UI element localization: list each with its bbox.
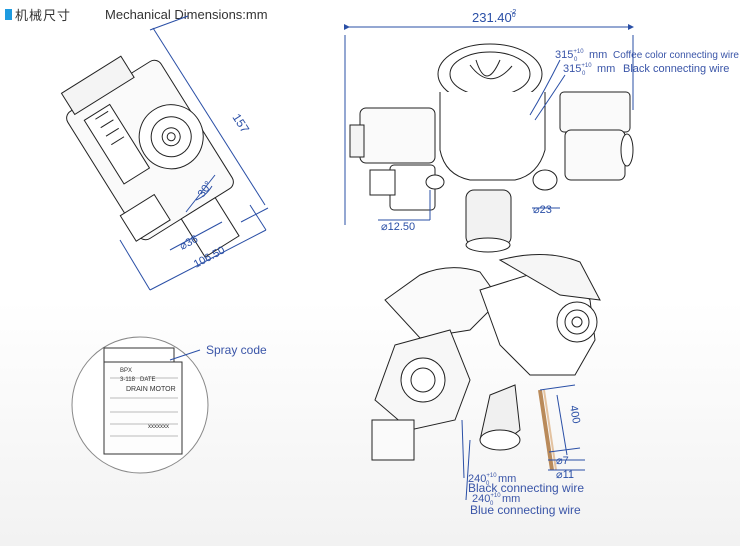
wire2-tol-sub: 0 [582,71,586,77]
page-header: 机械尺寸 Mechanical Dimensions:mm [0,4,268,24]
dim-23: ⌀23 [533,204,552,216]
wire2-length: 315+10 [563,63,592,75]
dim-400: 400 [567,404,582,424]
dim-157: 157 [229,111,252,136]
label-drain-motor: DRAIN MOTOR [126,386,176,393]
dim-231-tol-sup: -2 [510,9,516,16]
dim-12-50: ⌀12.50 [381,221,415,233]
wire1-unit: mm [589,49,607,61]
wire1-tol-sub: 0 [574,57,578,63]
label-serial: xxxxxxx [148,424,169,430]
dim-231-40: 231.400 [472,10,516,25]
wire4-unit: mm [502,493,520,505]
wire3-unit: mm [498,473,516,485]
wire4-desc: Blue connecting wire [470,503,581,517]
header-title-en: Mechanical Dimensions:mm [105,6,268,22]
label-brand: BPX [120,368,132,374]
wire4-tol-sub: 0 [490,501,494,507]
left-view [60,15,269,291]
header-square-icon [5,8,12,20]
wire1-length: 315+10 [555,49,584,61]
wire3-length: 240+10 [468,473,497,485]
wire2-desc: Black connecting wire [623,63,729,75]
label-model: 3-118 [120,377,136,383]
wire1-desc: Coffee color connecting wire [613,50,739,61]
dim-11: ⌀11 [556,469,574,481]
header-title-cn: 机械尺寸 [15,7,72,23]
dim-7: ⌀7 [556,455,569,467]
top-view [344,24,634,253]
label-date: DATE [140,377,156,383]
label-view [71,336,209,474]
wire3-desc: Black connecting wire [468,481,584,495]
wire4-length: 240+10 [472,493,501,505]
spray-code-callout: Spray code [206,343,267,357]
iso-view [371,254,601,501]
wire3-tol-sub: 0 [486,481,490,487]
wire2-unit: mm [597,63,615,75]
